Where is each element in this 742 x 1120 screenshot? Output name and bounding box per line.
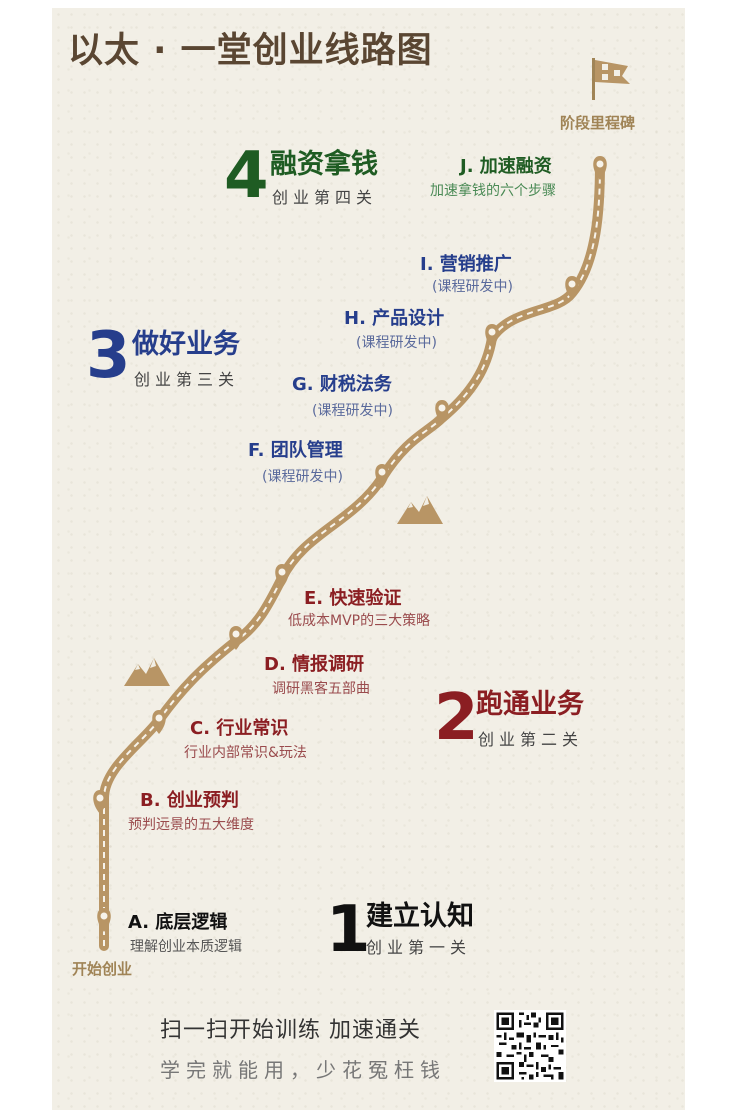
milestone-h-subtitle: (课程研发中)	[356, 335, 437, 351]
map-pin-icon	[152, 710, 166, 734]
milestone-h-title: H. 产品设计	[344, 308, 445, 329]
milestone-d-title: D. 情报调研	[264, 654, 365, 675]
map-pin-icon	[97, 908, 111, 932]
mountain-icon	[124, 658, 170, 686]
stage-3-number: 3	[86, 319, 131, 393]
map-pin-icon	[275, 564, 289, 588]
milestone-d-subtitle: 调研黑客五部曲	[272, 681, 370, 697]
milestone-g-subtitle: (课程研发中)	[312, 403, 393, 419]
cta-subtitle: 学完就能用，少花冤枉钱	[160, 1058, 446, 1082]
map-pin-icon	[485, 324, 499, 348]
milestone-j-subtitle: 加速拿钱的六个步骤	[430, 183, 556, 199]
stage-1-title: 建立认知	[366, 901, 474, 932]
milestone-a-title: A. 底层逻辑	[128, 912, 228, 933]
milestone-i-title: I. 营销推广	[420, 254, 512, 275]
milestone-c-title: C. 行业常识	[190, 718, 289, 739]
milestone-c-subtitle: 行业内部常识&玩法	[184, 745, 307, 761]
milestone-label: 阶段里程碑	[560, 114, 636, 132]
map-pin-icon	[375, 464, 389, 488]
route-map	[93, 58, 630, 951]
stage-4-subtitle: 创业第四关	[272, 188, 378, 207]
stage-1-subtitle: 创业第一关	[366, 938, 472, 957]
qr-code[interactable]	[494, 1010, 566, 1082]
stage-4-title: 融资拿钱	[270, 149, 378, 180]
map-pin-icon	[93, 790, 107, 814]
milestone-a-subtitle: 理解创业本质逻辑	[130, 939, 242, 955]
stage-3-subtitle: 创业第三关	[134, 370, 240, 389]
map-pin-icon	[565, 276, 579, 300]
poster-title: 以太 · 一堂创业线路图	[68, 31, 433, 71]
milestone-e-subtitle: 低成本MVP的三大策略	[288, 613, 431, 629]
milestone-b-title: B. 创业预判	[140, 790, 239, 811]
flag-icon	[592, 58, 630, 100]
milestone-f-subtitle: (课程研发中)	[262, 469, 343, 485]
milestone-e-title: E. 快速验证	[304, 588, 402, 609]
stage-2-number: 2	[434, 681, 479, 755]
milestone-j-title: J. 加速融资	[460, 156, 552, 177]
stage-2-title: 跑通业务	[476, 689, 584, 720]
milestone-b-subtitle: 预判远景的五大维度	[128, 817, 254, 833]
milestone-f-title: F. 团队管理	[248, 440, 343, 461]
map-pin-icon	[229, 626, 243, 650]
stage-3-title: 做好业务	[132, 329, 240, 360]
start-label: 开始创业	[72, 960, 133, 978]
stage-1-number: 1	[326, 893, 371, 967]
poster: 以太 · 一堂创业线路图 阶段里程碑 开始创业	[52, 8, 685, 1110]
stage-4-number: 4	[224, 139, 269, 213]
cta-title: 扫一扫开始训练 加速通关	[160, 1018, 421, 1043]
stage-2-subtitle: 创业第二关	[478, 730, 584, 749]
map-pin-icon	[435, 400, 449, 424]
map-pin-icon	[593, 156, 607, 180]
milestone-g-title: G. 财税法务	[292, 374, 392, 395]
mountain-icon	[397, 496, 443, 524]
milestone-i-subtitle: (课程研发中)	[432, 279, 513, 295]
